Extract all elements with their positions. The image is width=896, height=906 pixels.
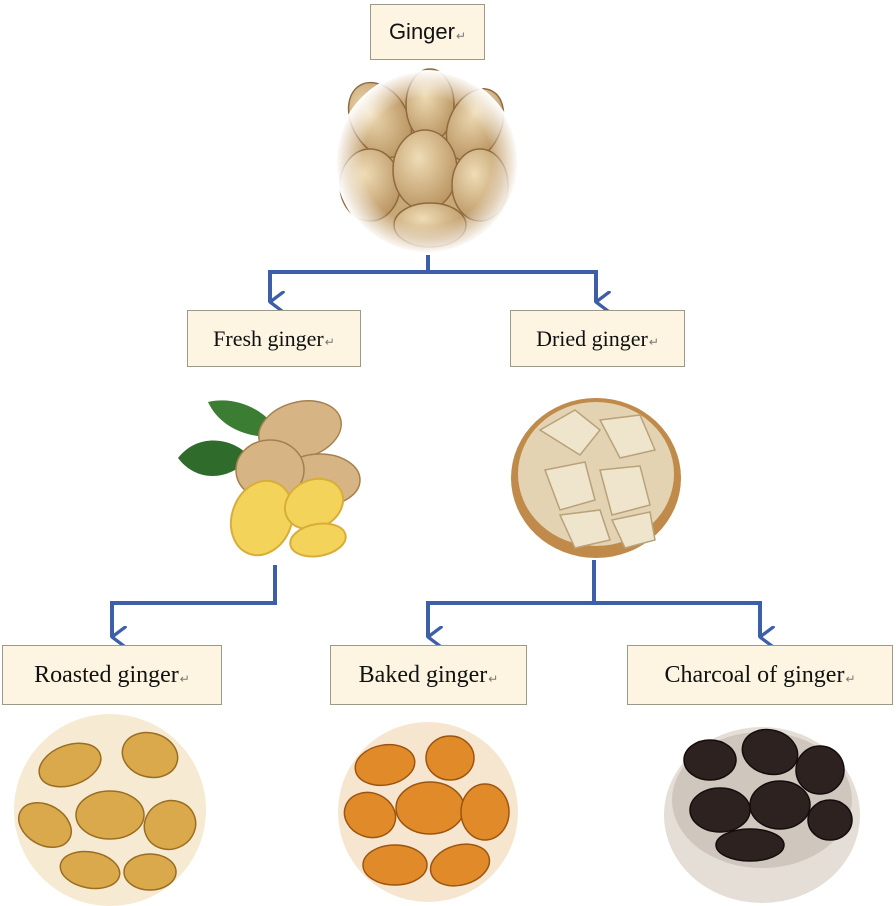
paragraph-mark-icon: ↵ <box>455 29 467 43</box>
connector-fresh-to-roasted <box>110 565 277 637</box>
node-ginger-text: Ginger <box>388 19 455 44</box>
node-dried-ginger-label: Dried ginger↵ <box>510 310 685 367</box>
node-ginger-label: Ginger↵ <box>370 4 485 60</box>
dried-ginger-slices-in-bowl-photo <box>511 398 681 558</box>
paragraph-mark-icon: ↵ <box>488 671 499 686</box>
node-charcoal-ginger-text: Charcoal of ginger <box>664 661 845 688</box>
node-dried-ginger-text: Dried ginger <box>536 325 648 351</box>
node-fresh-ginger-text: Fresh ginger <box>213 325 324 351</box>
fresh-ginger-slices-with-leaves-photo <box>178 400 361 558</box>
baked-ginger-pieces-photo <box>338 722 518 902</box>
paragraph-mark-icon: ↵ <box>648 335 659 349</box>
node-fresh-ginger-label: Fresh ginger↵ <box>187 310 361 367</box>
paragraph-mark-icon: ↵ <box>324 335 335 349</box>
node-baked-ginger-label: Baked ginger↵ <box>330 645 527 705</box>
paragraph-mark-icon: ↵ <box>845 671 856 686</box>
charcoal-ginger-in-bowl-photo <box>664 727 860 903</box>
node-charcoal-ginger-label: Charcoal of ginger↵ <box>627 645 893 705</box>
connector-root-to-dried <box>428 270 596 302</box>
connector-root-to-fresh <box>268 270 428 302</box>
whole-ginger-root-photo <box>335 68 519 254</box>
node-roasted-ginger-text: Roasted ginger <box>34 661 179 688</box>
roasted-ginger-pieces-photo <box>14 714 206 906</box>
node-roasted-ginger-label: Roasted ginger↵ <box>2 645 222 705</box>
paragraph-mark-icon: ↵ <box>179 671 190 686</box>
connector-dried-to-baked <box>426 601 594 637</box>
node-baked-ginger-text: Baked ginger <box>358 661 488 688</box>
connector-dried-to-charcoal <box>594 601 760 637</box>
